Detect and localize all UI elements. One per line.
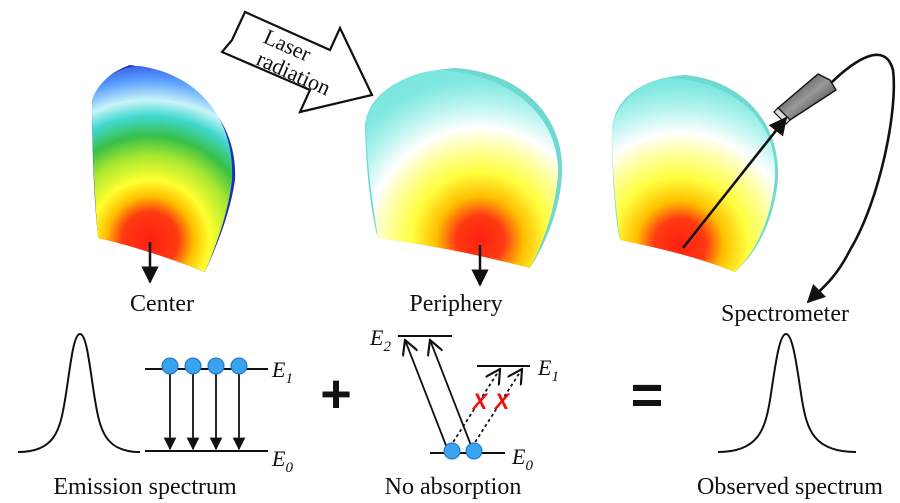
forbidden-cross-icon: X xyxy=(493,389,511,414)
atom-icon xyxy=(230,357,248,375)
atom-icon xyxy=(161,357,179,375)
e0-label-emission: E0 xyxy=(271,446,293,476)
observed-spectrum-curve xyxy=(717,332,857,453)
center-label: Center xyxy=(130,291,194,317)
no-absorption-level-diagram: X X E2 E1 E0 xyxy=(369,325,559,474)
no-absorption-caption: No absorption xyxy=(385,474,522,500)
periphery-label: Periphery xyxy=(409,291,502,317)
emission-transition-arrows xyxy=(163,372,246,451)
e2-label: E2 xyxy=(369,325,391,355)
atom-icon xyxy=(184,357,202,375)
excited-atoms xyxy=(161,357,248,375)
plasma-center-hemisphere xyxy=(92,65,236,272)
forbidden-cross-icon: X xyxy=(471,389,489,414)
equals-operator: = xyxy=(631,363,664,426)
plasma-spectrometer-hemisphere xyxy=(612,75,779,272)
observed-spectrum-caption: Observed spectrum xyxy=(697,474,883,500)
e1-label-absorption: E1 xyxy=(537,355,559,385)
e1-label-emission: E1 xyxy=(271,357,293,387)
atom-icon xyxy=(465,442,483,460)
emission-spectrum-curve xyxy=(17,332,141,453)
plus-operator: + xyxy=(320,364,352,424)
optical-fibre-cable xyxy=(806,53,896,304)
emission-level-diagram: E1 E0 xyxy=(145,357,293,476)
spectrometer-probe xyxy=(773,73,837,125)
absorption-arrow-e2 xyxy=(405,340,448,449)
emission-spectrum-caption: Emission spectrum xyxy=(53,474,237,500)
atom-icon xyxy=(443,442,461,460)
e0-label-absorption: E0 xyxy=(511,444,533,474)
atom-icon xyxy=(207,357,225,375)
plasma-periphery-hemisphere xyxy=(365,68,563,268)
absorption-arrow-e2 xyxy=(430,340,473,449)
emission-ray-arrow xyxy=(681,116,788,249)
spectrometer-label: Spectrometer xyxy=(721,301,849,327)
laser-radiation-arrow: Laser radiation xyxy=(220,10,374,114)
